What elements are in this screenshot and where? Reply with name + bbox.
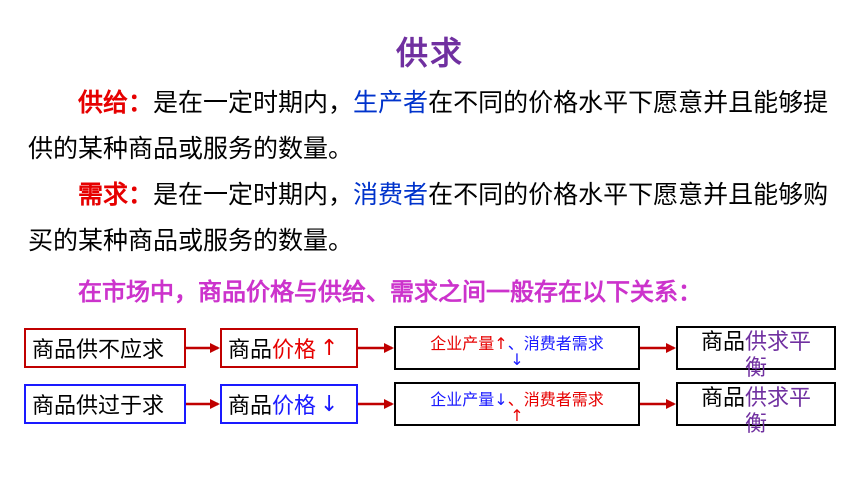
row1-price-up-arrow-icon: ↑ — [320, 335, 339, 361]
demand-text-a: 是在一定时期内， — [153, 180, 354, 209]
row1-price-word: 价格 — [272, 338, 317, 363]
row2-effect-box: 企业产量↓、消费者需求 ↑ — [394, 382, 640, 426]
row1-output-up-arrow-icon: ↑ — [494, 334, 508, 353]
row2-price-prefix: 商品 — [228, 394, 273, 419]
row2-result-prefix: 商品 — [700, 386, 745, 411]
row1-cause-box: 商品供不应求 — [24, 328, 186, 368]
row1-result-prefix: 商品 — [700, 330, 745, 355]
row2-output: 企业产量 — [430, 390, 495, 409]
row2-demand: 消费者需求 — [523, 390, 604, 409]
row1-result-line1: 商品供求平 — [678, 330, 834, 356]
row1-cause: 商品供不应求 — [32, 338, 165, 363]
row2-effect-line1: 企业产量↓、消费者需求 — [396, 386, 638, 410]
demand-text-b: 在不同的价格水平下愿意并且能够购买的某种商品或服务的数量。 — [28, 180, 829, 255]
row1-demand-down-arrow-icon: ↓ — [510, 350, 524, 369]
row1-effect-box: 企业产量↑、消费者需求 ↓ — [394, 326, 640, 370]
supply-actor: 生产者 — [353, 88, 429, 117]
supply-text-b: 在不同的价格水平下愿意并且能够提供的某种商品或服务的数量。 — [28, 88, 829, 163]
relation-statement: 在市场中，商品价格与供给、需求之间一般存在以下关系： — [78, 278, 702, 306]
demand-actor: 消费者 — [353, 180, 429, 209]
row1-effect-line1: 企业产量↑、消费者需求 — [396, 330, 638, 354]
demand-term: 需求 — [78, 180, 129, 209]
row1-result-text: 供求平 — [745, 330, 812, 355]
supply-definition: 供给：是在一定时期内，生产者在不同的价格水平下愿意并且能够提供的某种商品或服务的… — [28, 80, 838, 172]
row2-cause-box: 商品供过于求 — [24, 384, 186, 424]
supply-colon: ： — [128, 88, 154, 117]
row2-result-line2: 衡 — [744, 412, 767, 437]
demand-colon: ： — [128, 180, 154, 209]
row1-price-box: 商品价格↑ — [220, 328, 358, 368]
row1-price-prefix: 商品 — [228, 338, 273, 363]
row1-result-line2: 衡 — [744, 356, 767, 381]
row1-output: 企业产量 — [430, 334, 495, 353]
supply-text-a: 是在一定时期内， — [153, 88, 354, 117]
demand-definition: 需求：是在一定时期内，消费者在不同的价格水平下愿意并且能够购买的某种商品或服务的… — [28, 172, 838, 264]
row1-demand: 消费者需求 — [523, 334, 604, 353]
row2-output-down-arrow-icon: ↓ — [494, 390, 508, 409]
page-title: 供求 — [395, 34, 464, 72]
row2-cause: 商品供过于求 — [32, 394, 165, 419]
row1-sep: 、 — [507, 334, 524, 353]
row2-result-line1: 商品供求平 — [678, 386, 834, 412]
supply-term: 供给 — [78, 88, 129, 117]
row2-result-text: 供求平 — [745, 386, 812, 411]
row2-sep: 、 — [507, 390, 524, 409]
row2-price-word: 价格 — [272, 394, 317, 419]
row2-price-box: 商品价格↓ — [220, 384, 358, 424]
row1-result-box: 商品供求平 衡 — [676, 326, 836, 381]
row2-demand-up-arrow-icon: ↑ — [510, 406, 524, 425]
row2-result-box: 商品供求平 衡 — [676, 382, 836, 437]
row2-price-down-arrow-icon: ↓ — [320, 391, 339, 417]
